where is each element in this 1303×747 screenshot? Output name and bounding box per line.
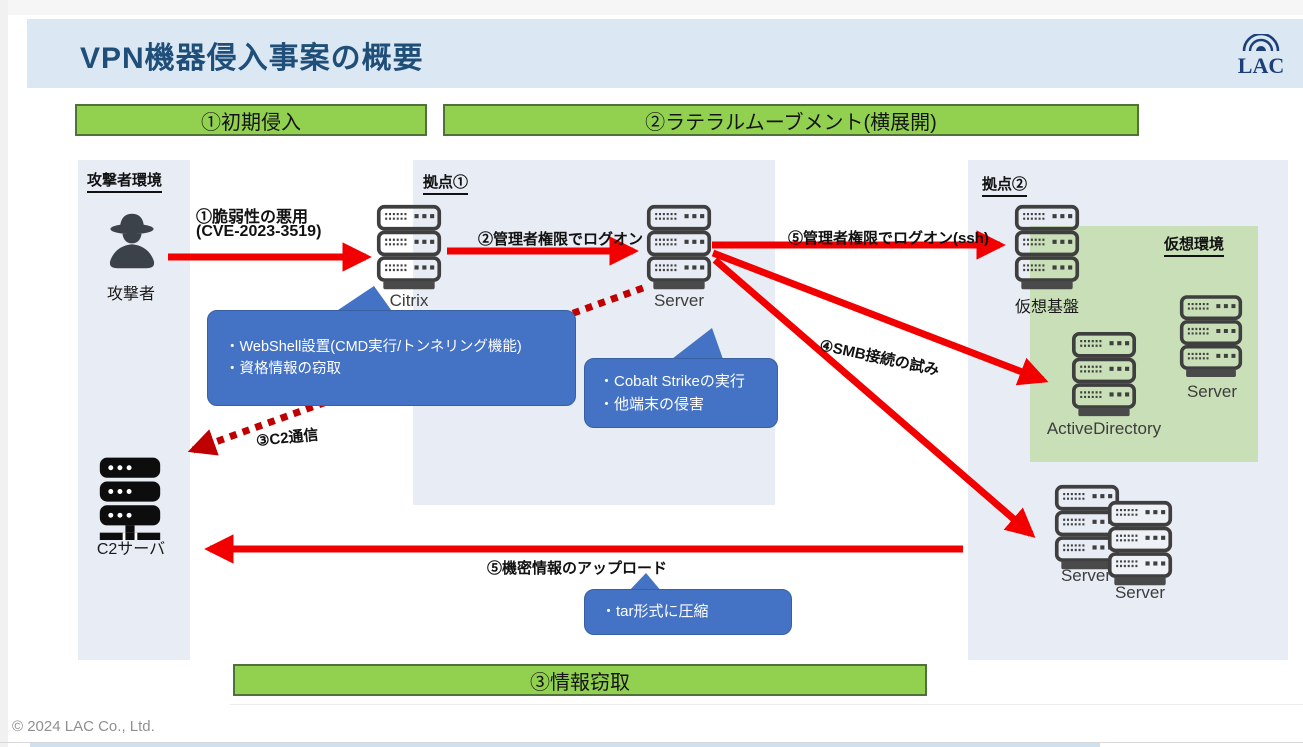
label-smb-attempt: ④SMB接続の試み [818,337,941,380]
c2-server-icon [96,454,164,545]
attacker-label: 攻撃者 [106,286,156,303]
lac-logo-text: LAC [1238,53,1284,78]
label-c2-comm: ③C2通信 [255,426,320,450]
lac-logo: LAC [1232,32,1290,83]
webshell-callout-line1: ・WebShell設置(CMD実行/トンネリング機能) [225,338,522,355]
citrix-server-icon [376,204,442,297]
site1-server-icon [646,204,712,297]
active-directory-server-icon [1071,332,1137,423]
zone-label-attacker-env: 攻撃者環境 [87,169,163,193]
tar-callout-line1: ・tar形式に圧縮 [601,603,709,621]
virtual-server-icon [1179,294,1243,385]
virtual-server-label: Server [1186,382,1238,401]
banner-lateral-movement: ②ラテラルムーブメント(横展開) [443,104,1139,136]
left-margin [0,0,8,747]
citrix-label: Citrix [389,291,429,310]
bottom-server-back-label: Server [1060,566,1112,585]
label-admin-logon: ②管理者権限でログオン [478,231,644,248]
virtual-base-label: 仮想基盤 [1014,299,1080,316]
banner-initial-intrusion: ①初期侵入 [75,104,427,136]
bottom-border [0,742,1303,743]
label-exploit-line1: ①脆弱性の悪用 [196,209,309,226]
cobalt-strike-callout: ・Cobalt Strikeの実行 ・他端末の侵害 [584,358,778,428]
bottom-accent-bar [30,743,1100,747]
webshell-callout: ・WebShell設置(CMD実行/トンネリング機能) ・資格情報の窃取 [207,310,576,406]
lac-logo-icon: LAC [1238,32,1284,78]
top-margin [0,0,1303,15]
banner-data-theft: ③情報窃取 [233,664,927,696]
cobalt-callout-line1: ・Cobalt Strikeの実行 [599,372,745,390]
label-upload: ⑤機密情報のアップロード [487,560,668,577]
tar-callout: ・tar形式に圧縮 [584,589,792,635]
c2-server-label: C2サーバ [96,541,166,558]
footer-divider [230,704,1303,705]
bottom-server-front-icon [1107,500,1173,593]
label-ssh-logon: ⑤管理者権限でログオン(ssh) [788,230,989,247]
attacker-icon [100,198,164,289]
zone-attacker-env [78,160,190,660]
copyright-text: © 2024 LAC Co., Ltd. [12,718,155,735]
header-band [27,19,1303,88]
cobalt-callout-line2: ・他端末の侵害 [599,396,705,413]
label-exploit-line2: (CVE-2023-3519) [196,223,322,240]
site1-server-label: Server [653,291,705,310]
zone-label-virtual-env: 仮想環境 [1164,233,1225,257]
page-title: VPN機器侵入事案の概要 [80,42,424,75]
webshell-callout-line2: ・資格情報の窃取 [225,361,341,377]
zone-label-site2: 拠点② [982,173,1028,197]
zone-label-site1: 拠点① [423,171,469,195]
active-directory-label: ActiveDirectory [1046,419,1162,438]
virtual-base-server-icon [1014,204,1080,297]
bottom-server-front-label: Server [1114,583,1166,602]
